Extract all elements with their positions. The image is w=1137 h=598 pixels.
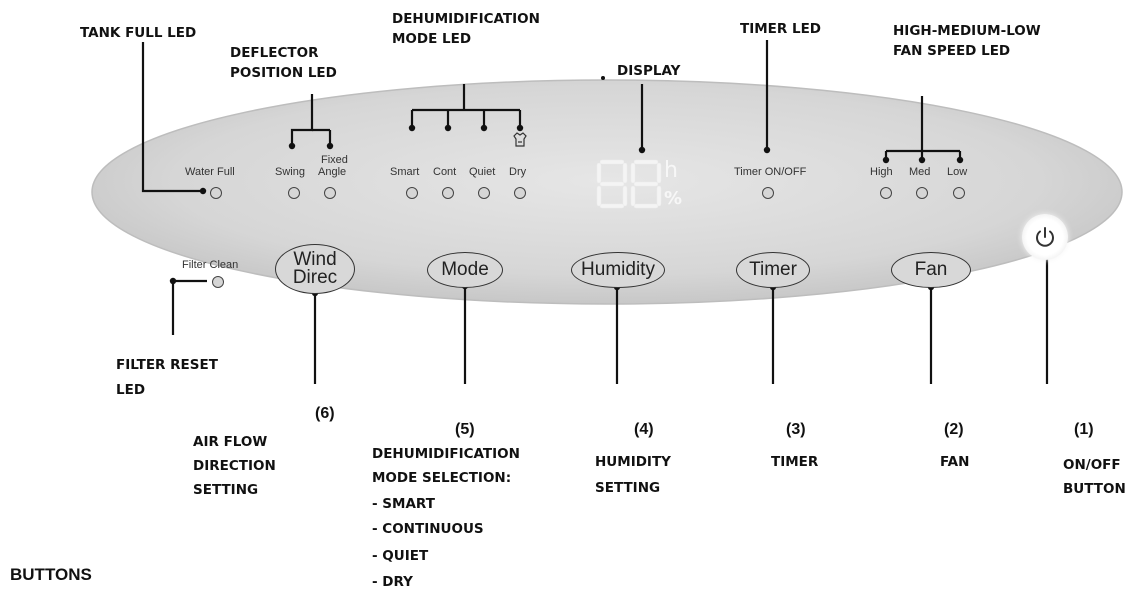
b5-line3: - SMART: [372, 496, 435, 512]
dry-shirt-icon: [513, 132, 527, 147]
b1-line1: ON/OFF: [1063, 457, 1121, 473]
led-timer: [762, 187, 774, 199]
fan-button[interactable]: Fan: [891, 252, 971, 288]
power-button[interactable]: [1022, 214, 1068, 260]
callout-filter-reset-line1: FILTER RESET: [116, 357, 218, 373]
b3-line1: TIMER: [771, 454, 819, 470]
b1-line2: BUTTON: [1063, 481, 1126, 497]
label-angle: Angle: [318, 166, 347, 178]
b4-line2: SETTING: [595, 480, 661, 496]
label-water-full: Water Full: [185, 166, 235, 178]
label-low: Low: [947, 166, 968, 178]
label-high: High: [870, 166, 893, 178]
b5-line5: - QUIET: [372, 548, 429, 564]
leader-tank-full: [141, 42, 203, 193]
led-high: [880, 187, 892, 199]
mode-button[interactable]: Mode: [427, 252, 503, 288]
num-3: (3): [786, 421, 806, 438]
label-swing: Swing: [275, 166, 305, 178]
label-dry: Dry: [509, 166, 527, 178]
leader-deflector: [290, 94, 314, 146]
led-low: [953, 187, 965, 199]
label-fixed: Fixed: [321, 154, 348, 166]
callout-filter-reset-line2: LED: [116, 382, 146, 398]
led-swing: [288, 187, 300, 199]
fan-label: Fan: [914, 259, 948, 280]
label-filter-clean: Filter Clean: [182, 259, 239, 271]
callout-fan-led-line1: HIGH-MEDIUM-LOW: [893, 23, 1041, 39]
wind-label-line2: Direc: [292, 267, 338, 288]
b5-line2: MODE SELECTION:: [372, 470, 512, 486]
wind-direction-button[interactable]: Wind Direc: [275, 244, 355, 294]
humidity-label: Humidity: [581, 259, 655, 280]
mode-label: Mode: [441, 259, 489, 280]
led-smart: [406, 187, 418, 199]
led-filter-clean: [212, 276, 224, 288]
callout-timer-led: TIMER LED: [740, 21, 822, 37]
seven-segment-display: [596, 159, 662, 209]
num-1: (1): [1074, 421, 1094, 438]
num-2: (2): [944, 421, 964, 438]
display-unit-percent: %: [664, 188, 683, 209]
callout-deflector-line2: POSITION LED: [230, 65, 337, 81]
b6-line3: SETTING: [193, 482, 259, 498]
led-water-full: [210, 187, 222, 199]
led-quiet: [478, 187, 490, 199]
humidity-button[interactable]: Humidity: [571, 252, 665, 288]
b2-line1: FAN: [940, 454, 970, 470]
label-cont: Cont: [433, 166, 457, 178]
label-quiet: Quiet: [469, 166, 496, 178]
display-unit-h: h: [664, 158, 678, 183]
num-6: (6): [315, 405, 335, 422]
callout-deflector-line1: DEFLECTOR: [230, 45, 319, 61]
leader-lines: [141, 40, 1049, 384]
led-fixed-angle: [324, 187, 336, 199]
b5-line6: - DRY: [372, 574, 413, 590]
callout-tank-full-led: TANK FULL LED: [80, 25, 197, 41]
led-med: [916, 187, 928, 199]
callout-display: DISPLAY: [617, 63, 681, 79]
b6-line2: DIRECTION: [193, 458, 276, 474]
timer-label: Timer: [749, 259, 797, 280]
section-title: BUTTONS: [10, 565, 92, 584]
led-cont: [442, 187, 454, 199]
b5-line1: DEHUMIDIFICATION: [372, 446, 520, 462]
wind-label-line1: Wind: [293, 249, 337, 270]
callout-fan-led-line2: FAN SPEED LED: [893, 43, 1011, 59]
label-smart: Smart: [390, 166, 420, 178]
num-4: (4): [634, 421, 654, 438]
label-timer-on-off: Timer ON/OFF: [734, 166, 807, 178]
control-panel: [91, 79, 1123, 305]
label-med: Med: [909, 166, 931, 178]
callout-dehum-led-line2: MODE LED: [392, 31, 472, 47]
led-dry: [514, 187, 526, 199]
num-5: (5): [455, 421, 475, 438]
b4-line1: HUMIDITY: [595, 454, 671, 470]
callout-dehum-led-line1: DEHUMIDIFICATION: [392, 11, 540, 27]
b5-line4: - CONTINUOUS: [372, 521, 484, 537]
leader-filter-reset: [171, 279, 207, 335]
b6-line1: AIR FLOW: [193, 434, 268, 450]
power-icon: [1036, 227, 1054, 247]
timer-button[interactable]: Timer: [736, 252, 810, 288]
